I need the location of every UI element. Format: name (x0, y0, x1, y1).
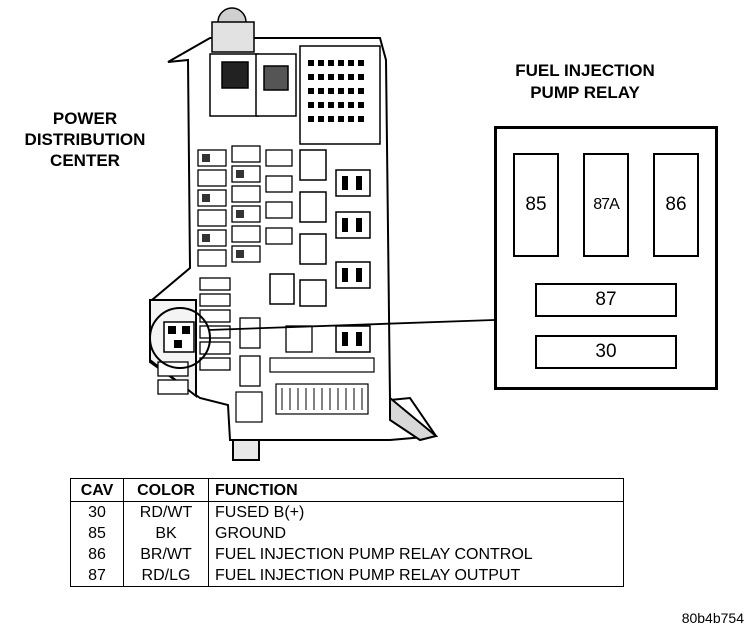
cell-function: FUSED B(+) (208, 501, 624, 523)
cell-function: FUEL INJECTION PUMP RELAY OUTPUT (208, 565, 624, 587)
table-row: 87 RD/LG FUEL INJECTION PUMP RELAY OUTPU… (70, 565, 624, 587)
terminal-85: 85 (513, 153, 559, 257)
cell-cav: 86 (70, 544, 124, 565)
terminal-86: 86 (653, 153, 699, 257)
terminal-87: 87 (535, 283, 677, 317)
terminal-87a: 87A (583, 153, 629, 257)
header-function: FUNCTION (208, 478, 624, 502)
header-color: COLOR (123, 478, 209, 502)
cell-function: GROUND (208, 523, 624, 544)
power-distribution-center-drawing (148, 7, 495, 461)
pinout-table: CAV COLOR FUNCTION 30 RD/WT FUSED B(+) 8… (70, 478, 624, 587)
relay-title: FUEL INJECTION PUMP RELAY (470, 60, 700, 104)
table-row: 86 BR/WT FUEL INJECTION PUMP RELAY CONTR… (70, 544, 624, 565)
cell-color: RD/LG (123, 565, 209, 587)
table-row: 30 RD/WT FUSED B(+) (70, 501, 624, 523)
cell-cav: 85 (70, 523, 124, 544)
table-header-row: CAV COLOR FUNCTION (70, 478, 624, 502)
pdc-label-line3: CENTER (50, 151, 120, 170)
cell-function: FUEL INJECTION PUMP RELAY CONTROL (208, 544, 624, 565)
pdc-label: POWER DISTRIBUTION CENTER (10, 108, 160, 171)
cell-color: BK (123, 523, 209, 544)
cell-color: RD/WT (123, 501, 209, 523)
figure-id: 80b4b754 (681, 610, 744, 626)
cell-color: BR/WT (123, 544, 209, 565)
cell-cav: 87 (70, 565, 124, 587)
cell-cav: 30 (70, 501, 124, 523)
pdc-label-line2: DISTRIBUTION (24, 130, 146, 149)
relay-title-line1: FUEL INJECTION (515, 61, 655, 80)
relay-title-line2: PUMP RELAY (530, 83, 640, 102)
relay-detail: 85 87A 86 87 30 (494, 126, 718, 390)
header-cav: CAV (70, 478, 124, 502)
table-row: 85 BK GROUND (70, 523, 624, 544)
pdc-label-line1: POWER (52, 109, 118, 128)
terminal-30: 30 (535, 335, 677, 369)
